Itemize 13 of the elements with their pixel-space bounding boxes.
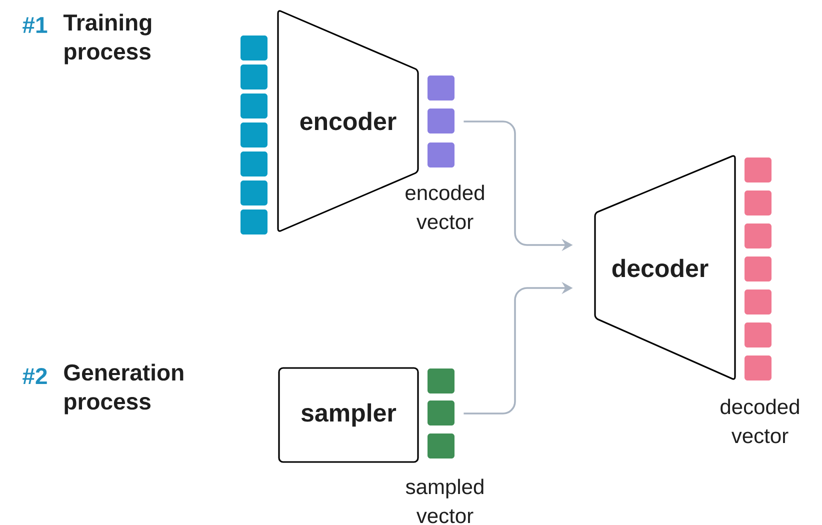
vector-column	[744, 158, 772, 380]
process-title: Training process	[63, 14, 152, 64]
vector-column	[428, 76, 454, 168]
vector-label: sampled vector	[406, 478, 484, 524]
vector-label: decoded vector	[720, 398, 799, 444]
process-box: sampler	[278, 367, 419, 463]
trapezoid-block: decoder	[594, 155, 736, 380]
process-title: Generation process	[64, 364, 184, 414]
vector-column	[240, 36, 268, 234]
step-number: #2	[22, 368, 47, 384]
vector-label: encoded vector	[406, 184, 484, 230]
vector-column	[428, 368, 454, 458]
step-number: #1	[22, 17, 48, 33]
